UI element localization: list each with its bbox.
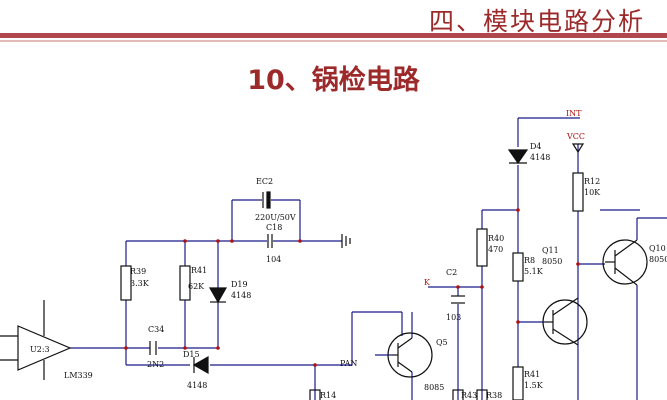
- label-r41b-value: 1.5K: [524, 381, 544, 390]
- label-c2-value: 103: [446, 313, 461, 322]
- label-r41b: R41: [524, 370, 540, 379]
- label-r8: R8: [524, 256, 535, 265]
- label-c34: C34: [148, 325, 164, 334]
- header-divider-thin: [0, 40, 667, 42]
- label-c18-value: 104: [266, 255, 281, 264]
- wires: [70, 117, 667, 400]
- label-u2: U2:3: [30, 345, 50, 354]
- label-q10-value: 8050: [649, 255, 667, 264]
- header-divider: [0, 33, 667, 38]
- label-vcc: VCC: [566, 132, 585, 141]
- label-q5: Q5: [436, 338, 448, 347]
- label-q11: Q11: [542, 246, 559, 255]
- label-d15: D15: [183, 350, 200, 359]
- junctions: [124, 208, 580, 367]
- label-c18: C18: [266, 223, 282, 232]
- label-r41a-value: 62K: [188, 282, 205, 291]
- label-r40-value: 470: [488, 245, 503, 254]
- slide-title: 10、锅检电路: [247, 65, 420, 96]
- label-int: INT: [566, 109, 582, 118]
- components: [0, 143, 648, 400]
- label-r14: R14: [320, 391, 336, 400]
- label-pan: PAN: [340, 359, 357, 368]
- label-c2: C2: [446, 268, 457, 277]
- label-ec2: EC2: [256, 177, 273, 186]
- label-d19: D19: [231, 280, 248, 289]
- label-q5-value: 8085: [424, 383, 444, 392]
- label-d4: D4: [530, 142, 542, 151]
- label-r41a: R41: [191, 266, 207, 275]
- label-k: K: [424, 278, 431, 287]
- section-title: 四、模块电路分析: [428, 7, 645, 36]
- label-d4-value: 4148: [530, 153, 550, 162]
- label-d19-value: 4148: [231, 291, 251, 300]
- label-ec2-value: 220U/50V: [255, 213, 296, 222]
- label-r40: R40: [488, 234, 504, 243]
- label-r38: R38: [486, 391, 502, 400]
- label-r12-value: 10K: [584, 188, 601, 197]
- label-q10: Q10: [649, 244, 666, 253]
- label-r12: R12: [584, 177, 600, 186]
- label-c34-value: 2N2: [147, 360, 164, 369]
- label-q11-value: 8050: [542, 257, 562, 266]
- label-r43: R43: [461, 391, 477, 400]
- component-labels: EC2 220U/50V C18 104 R39 3.3K R41 62K D1…: [30, 109, 667, 400]
- label-d15-value: 4148: [187, 381, 207, 390]
- label-r8-value: 5.1K: [524, 267, 544, 276]
- label-u2-part: LM339: [64, 371, 93, 380]
- label-r39-value: 3.3K: [130, 279, 150, 288]
- label-r39: R39: [130, 267, 146, 276]
